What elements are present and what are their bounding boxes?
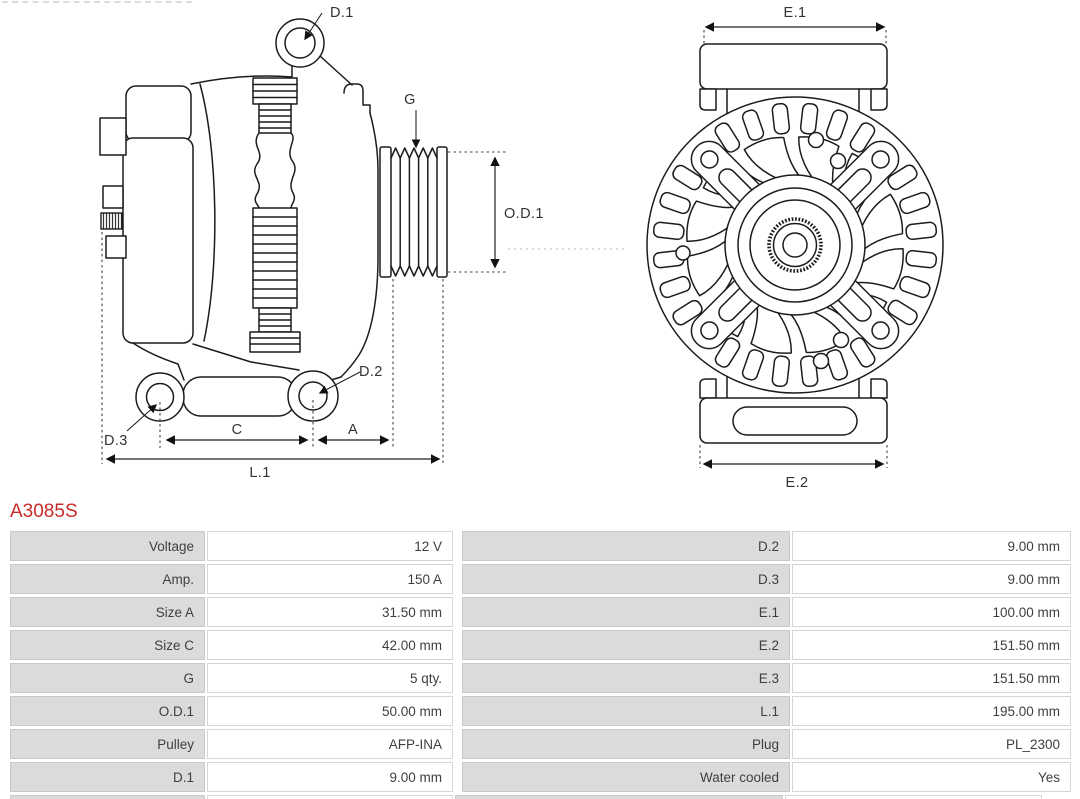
- spec-value: PL_2300: [792, 729, 1071, 759]
- spec-label: E.3: [462, 663, 790, 693]
- spec-label: E.2: [462, 630, 790, 660]
- spec-tables: Voltage 12 V Amp. 150 A Size A 31.50 mm …: [8, 528, 1080, 795]
- label-l1: L.1: [249, 465, 270, 481]
- cropped-logo-artifact: [2, 1, 192, 3]
- label-e2: E.2: [786, 475, 809, 491]
- table-row: E.3 151.50 mm: [462, 663, 1071, 693]
- table-row: Plug PL_2300: [462, 729, 1071, 759]
- spec-value: 9.00 mm: [792, 531, 1071, 561]
- table-row: Size C 42.00 mm: [10, 630, 453, 660]
- side-ribbed-column: [249, 77, 301, 353]
- side-pulley: [379, 146, 448, 278]
- front-bottom-block: [699, 376, 888, 444]
- spec-value: 9.00 mm: [207, 762, 453, 792]
- technical-drawing: D.1 G O.D.1 D.2 D.3 C A L.1: [99, 5, 944, 491]
- side-top-ear: [275, 18, 325, 68]
- alternator-front-view: E.1 E.2: [646, 5, 944, 491]
- spec-label: E.1: [462, 597, 790, 627]
- side-body-outline: [132, 55, 379, 381]
- spec-label: Pulley: [10, 729, 205, 759]
- table-row: Voltage 12 V: [10, 531, 453, 561]
- side-dimensions: D.1 G O.D.1 D.2 D.3 C A L.1: [101, 5, 544, 481]
- front-hub: [724, 174, 866, 316]
- front-top-block: [699, 43, 888, 114]
- table-row: Amp. 150 A: [10, 564, 453, 594]
- spec-label: Plug: [462, 729, 790, 759]
- spec-value: Yes: [792, 762, 1071, 792]
- label-g: G: [404, 92, 416, 108]
- spec-value: 9.00 mm: [792, 564, 1071, 594]
- alternator-side-view: D.1 G O.D.1 D.2 D.3 C A L.1: [99, 5, 544, 481]
- spec-value: 150 A: [207, 564, 453, 594]
- spec-label: Voltage: [10, 531, 205, 561]
- clipped-next-row: [10, 795, 1080, 799]
- table-row: E.2 151.50 mm: [462, 630, 1071, 660]
- table-row: D.3 9.00 mm: [462, 564, 1071, 594]
- spec-label: D.1: [10, 762, 205, 792]
- label-d1: D.1: [330, 5, 354, 21]
- table-row: O.D.1 50.00 mm: [10, 696, 453, 726]
- table-row: L.1 195.00 mm: [462, 696, 1071, 726]
- front-dimensions: E.1 E.2: [699, 5, 888, 491]
- table-row: G 5 qty.: [10, 663, 453, 693]
- spec-label: Size A: [10, 597, 205, 627]
- table-row: Water cooled Yes: [462, 762, 1071, 792]
- spec-label: D.3: [462, 564, 790, 594]
- spec-value: 50.00 mm: [207, 696, 453, 726]
- spec-value: 12 V: [207, 531, 453, 561]
- spec-value: 195.00 mm: [792, 696, 1071, 726]
- label-c: C: [232, 422, 243, 438]
- table-row: Size A 31.50 mm: [10, 597, 453, 627]
- table-row: D.2 9.00 mm: [462, 531, 1071, 561]
- spec-value: 5 qty.: [207, 663, 453, 693]
- spec-label: O.D.1: [10, 696, 205, 726]
- spec-label: Amp.: [10, 564, 205, 594]
- table-row: E.1 100.00 mm: [462, 597, 1071, 627]
- front-body: [646, 96, 944, 394]
- spec-label: Size C: [10, 630, 205, 660]
- label-a: A: [348, 422, 358, 438]
- side-rear-housing: [99, 83, 216, 344]
- splined-shaft-teeth: [767, 217, 823, 273]
- spec-value: 31.50 mm: [207, 597, 453, 627]
- label-e1: E.1: [784, 5, 807, 21]
- spec-label: Water cooled: [462, 762, 790, 792]
- spec-value: 100.00 mm: [792, 597, 1071, 627]
- front-bolt-holes: [675, 131, 850, 370]
- side-bottom-lugs: [135, 370, 339, 422]
- spec-table-left: Voltage 12 V Amp. 150 A Size A 31.50 mm …: [8, 528, 455, 795]
- label-od1: O.D.1: [504, 206, 544, 222]
- label-d3: D.3: [104, 433, 128, 449]
- spec-label: G: [10, 663, 205, 693]
- spec-value: 42.00 mm: [207, 630, 453, 660]
- spec-value: 151.50 mm: [792, 630, 1071, 660]
- label-d2: D.2: [359, 364, 383, 380]
- spec-table-right: D.2 9.00 mm D.3 9.00 mm E.1 100.00 mm E.…: [460, 528, 1073, 795]
- spec-label: D.2: [462, 531, 790, 561]
- spec-label: L.1: [462, 696, 790, 726]
- part-number: A3085S: [10, 501, 78, 522]
- table-row: Pulley AFP-INA: [10, 729, 453, 759]
- front-slot-oval: [732, 406, 858, 436]
- spec-value: 151.50 mm: [792, 663, 1071, 693]
- spec-value: AFP-INA: [207, 729, 453, 759]
- threaded-stud: [100, 212, 123, 230]
- table-row: D.1 9.00 mm: [10, 762, 453, 792]
